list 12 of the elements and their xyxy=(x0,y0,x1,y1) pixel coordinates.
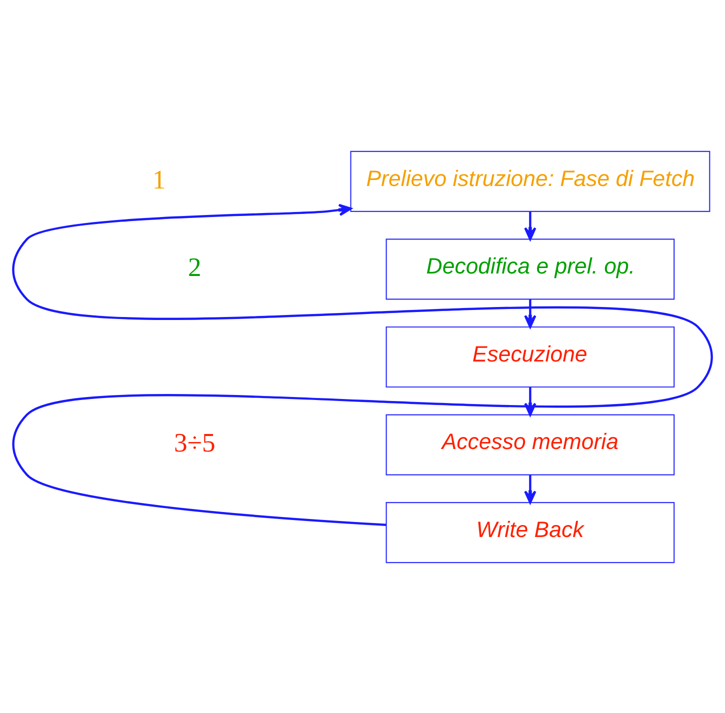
node-box: Esecuzione xyxy=(386,326,675,388)
node-box: Prelievo istruzione: Fase di Fetch xyxy=(350,150,710,212)
node-box: Accesso memoria xyxy=(386,414,675,475)
label: 2 xyxy=(188,252,202,282)
node-box: Write Back xyxy=(386,502,675,563)
arrow xyxy=(524,211,536,240)
arrow xyxy=(12,203,712,526)
label: 3÷5 xyxy=(174,427,216,458)
label: 1 xyxy=(152,164,166,194)
arrow xyxy=(524,298,536,328)
arrow xyxy=(524,474,536,504)
node-box: Decodifica e prel. op. xyxy=(386,238,675,300)
